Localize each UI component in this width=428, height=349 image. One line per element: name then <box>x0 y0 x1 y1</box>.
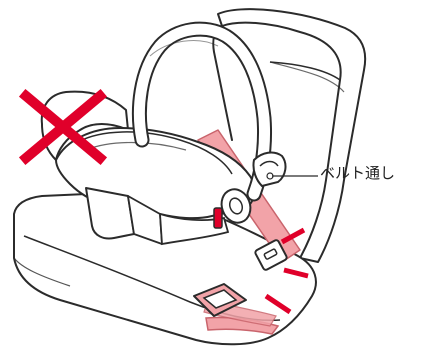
belt-guide-label: ベルト通し <box>320 164 395 182</box>
belt-guide <box>253 153 285 186</box>
